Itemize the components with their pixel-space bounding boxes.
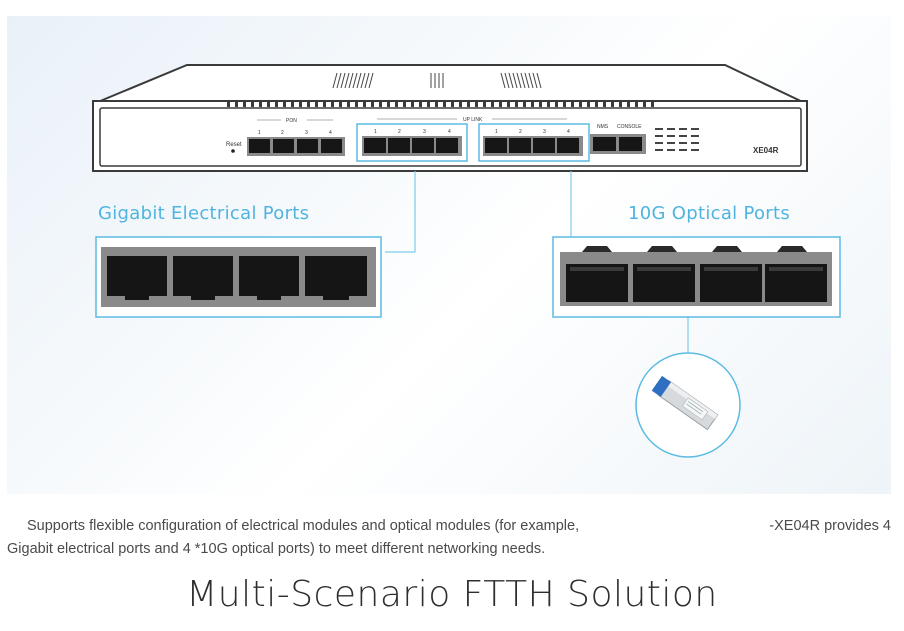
sfp-port [557, 138, 579, 153]
label-optical-ports: 10G Optical Ports [628, 203, 791, 224]
rj45-port [364, 138, 386, 153]
pon-port [321, 139, 342, 153]
nms-port [593, 137, 616, 151]
rj45-port [388, 138, 410, 153]
callout-line-electrical [385, 171, 416, 253]
uplink-number: 2 [519, 129, 522, 135]
diagram-panel: Reset PON 1 2 3 4 UP LINK 1 2 3 4 [7, 16, 891, 494]
description-line1: Supports flexible configuration of elect… [27, 518, 580, 534]
pon-number: 2 [281, 130, 284, 136]
pon-port [273, 139, 294, 153]
sfp-module-icon [651, 375, 719, 431]
reset-button [231, 149, 235, 153]
vent-grille [332, 72, 542, 89]
uplink-number: 3 [543, 129, 546, 135]
sfp-port [509, 138, 531, 153]
console-label: CONSOLE [617, 124, 642, 130]
reset-label: Reset [226, 142, 242, 148]
nms-label: NMS [597, 124, 609, 130]
uplink-number: 1 [374, 129, 377, 135]
led-legend [655, 128, 699, 151]
model-label: XE04R [753, 146, 779, 155]
chassis-top [92, 64, 808, 105]
pon-number: 3 [305, 130, 308, 136]
uplink-number: 1 [495, 129, 498, 135]
rj45-port [412, 138, 434, 153]
uplink-number: 4 [567, 129, 570, 135]
pon-header: PON [286, 118, 297, 124]
label-gigabit-ports: Gigabit Electrical Ports [98, 203, 310, 224]
uplink-number: 2 [398, 129, 401, 135]
description-line2: Gigabit electrical ports and 4 *10G opti… [7, 541, 546, 557]
pon-number: 4 [329, 130, 332, 136]
pon-port [249, 139, 270, 153]
zoom-rj45-ports [107, 256, 367, 300]
highlight-optical [478, 123, 590, 162]
pon-number: 1 [258, 130, 261, 136]
rj45-port [436, 138, 458, 153]
pon-port [297, 139, 318, 153]
highlight-electrical [356, 123, 468, 162]
uplink-header: UP LINK [463, 117, 483, 123]
console-port [619, 137, 642, 151]
pon-port-block [247, 137, 345, 156]
sfp-port [533, 138, 555, 153]
description-line1-right: -XE04R provides 4 [769, 518, 891, 534]
section-heading: Multi-Scenario FTTH Solution [186, 574, 718, 615]
uplink-number: 4 [448, 129, 451, 135]
device-diagram: Reset PON 1 2 3 4 UP LINK 1 2 3 4 [92, 64, 841, 458]
sfp-port [485, 138, 507, 153]
rim-slots [227, 102, 654, 107]
uplink-number: 3 [423, 129, 426, 135]
